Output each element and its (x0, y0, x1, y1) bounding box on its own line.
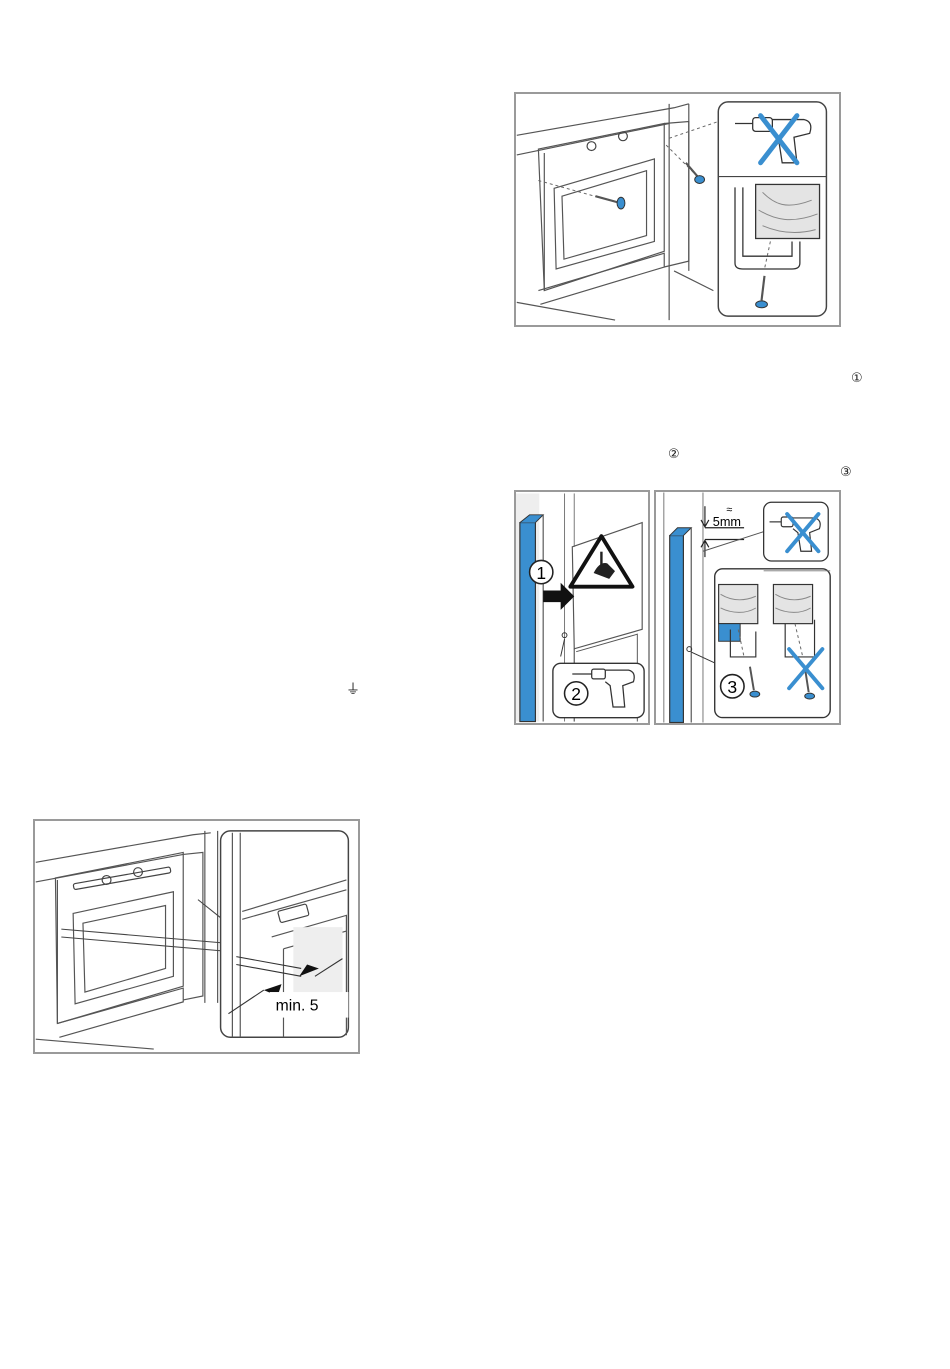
screw-fixing-illustration (516, 94, 839, 325)
side-strip-illustration: 1 2 (516, 492, 648, 723)
gap-approx-symbol: ≈ (726, 504, 732, 516)
min-clearance-label: min. 5 (276, 998, 319, 1015)
step-marker-3: ③ (840, 465, 852, 479)
step-2-label: 2 (571, 684, 581, 704)
screw-icon (595, 196, 624, 209)
wood-block (773, 585, 812, 624)
figure-min-clearance: min. 5 (33, 819, 360, 1054)
step-3-label: 3 (727, 677, 737, 697)
figure-side-strip-insert: 1 2 (514, 490, 650, 725)
wood-block (756, 184, 820, 238)
gap-screw-illustration: 5mm ≈ 3 (656, 492, 839, 723)
figure-screw-fixing (514, 92, 841, 327)
step-1-label: 1 (536, 563, 546, 583)
step-marker-2: ② (668, 447, 680, 461)
figure-side-gap-screw: 5mm ≈ 3 (654, 490, 841, 725)
clearance-illustration: min. 5 (35, 821, 358, 1052)
step-marker-1: ① (851, 371, 863, 385)
oven-handle (73, 867, 171, 890)
control-knob-icon (587, 142, 596, 151)
ground-symbol: ⏚ (346, 682, 360, 696)
blue-strip (520, 523, 536, 722)
blue-strip (670, 536, 684, 723)
